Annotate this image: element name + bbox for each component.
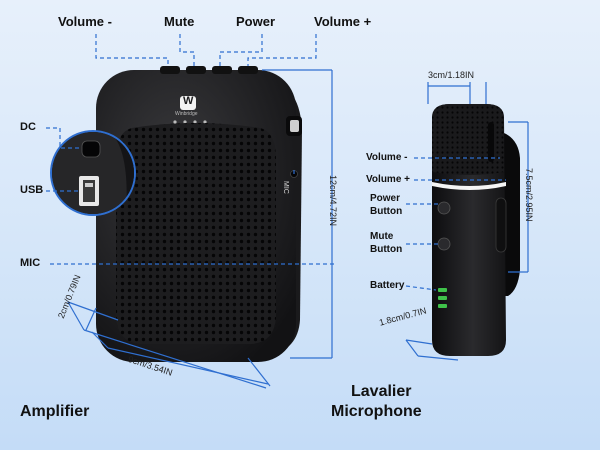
mic-mute-button [437,237,451,251]
microphone-title-line1: Lavalier [351,383,412,400]
label-volume-plus: Volume + [314,14,372,29]
label-power: Power [236,14,276,29]
label-mute: Mute [164,14,195,29]
mic-dimension-lines [405,82,529,361]
port-zoom [50,130,136,216]
amplifier-callout-lines [46,34,334,265]
mic-width-dim: 3cm/1.18IN [428,70,475,80]
mic-label-battery: Battery [370,280,405,291]
power-button [212,66,232,74]
mic-port-label: MIC [282,181,289,194]
amplifier-title: Amplifier [20,403,90,420]
brand-name: Winbridge [175,111,198,117]
label-mic: MIC [20,257,41,269]
volume-plus-button [238,66,258,74]
battery-led-2 [438,296,447,300]
mic-callout-lines [405,157,506,291]
mic-label-power-1: Power [370,193,401,204]
mic-label-volume-plus: Volume + [366,174,410,185]
brand-logo-letter: W [183,95,194,107]
brand-logo [180,96,196,110]
volume-minus-button [160,66,180,74]
amplifier-device [96,66,302,362]
mic-volume-rocker [495,197,507,253]
dc-port [81,140,101,158]
mic-label-volume-minus: Volume - [366,152,408,163]
label-dc: DC [20,121,36,133]
mic-label-mute-2: Button [370,244,403,255]
microphone-title-line2: Microphone [331,403,422,420]
mic-power-button [437,201,451,215]
label-volume-minus: Volume - [58,14,112,29]
battery-led-3 [438,304,447,308]
mic-label-mute-1: Mute [370,231,394,242]
mic-label-power-2: Button [370,206,403,217]
mute-button [186,66,206,74]
amplifier-dimension-lines [67,69,333,389]
battery-led-1 [438,288,447,292]
mic-height-dim: 7.5cm/2.95IN [524,168,534,222]
microphone-device [432,104,520,356]
amp-height-dim: 12cm/4.72IN [328,175,338,227]
label-usb: USB [20,184,44,196]
